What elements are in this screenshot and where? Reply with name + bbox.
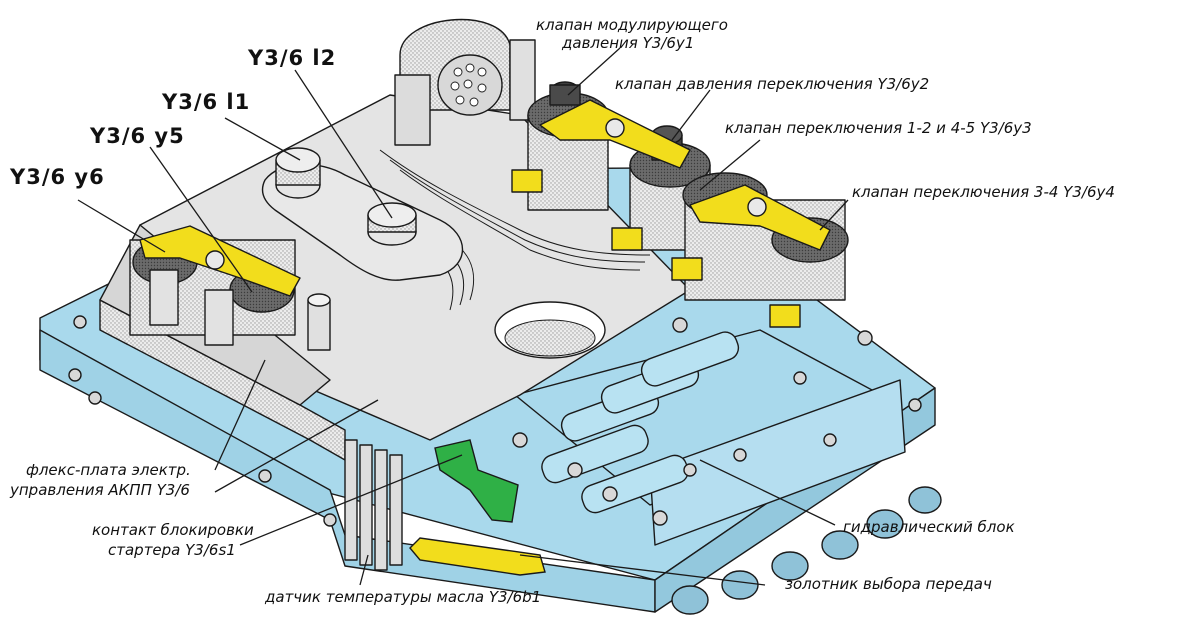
label-oil-temp-sensor: датчик температуры масла Y3/6b1 <box>265 588 542 606</box>
label-y3-6-l1: Y3/6 l1 <box>162 90 251 114</box>
label-modulating-valve-line1: клапан модулирующего <box>536 16 728 34</box>
sensor-l2 <box>367 202 417 246</box>
sensor-l1 <box>275 147 321 199</box>
label-gear-selector-spool: золотник выбора передач <box>785 575 992 593</box>
yellow-plugs <box>511 169 801 328</box>
label-shift-valve-1-2-4-5: клапан переключения 1-2 и 4-5 Y3/6y3 <box>725 119 1032 137</box>
solenoid-group-right <box>511 81 849 328</box>
label-hydraulic-block: гидравлический блок <box>843 518 1015 536</box>
selector-lever <box>409 537 546 576</box>
small-cylinder <box>307 293 331 351</box>
main-connector <box>394 18 536 146</box>
label-flex-board-line1: флекс-плата электр. <box>26 461 191 479</box>
sensor-b1-fins <box>344 439 403 571</box>
leader-lines <box>77 47 849 586</box>
starter-lock-contact <box>434 439 519 523</box>
bracket-y3-y4 <box>689 184 831 251</box>
solenoid-group-left <box>129 225 301 346</box>
label-flex-board-line2: управления АКПП Y3/6 <box>10 481 190 499</box>
spool-cylinders <box>541 331 740 514</box>
label-y3-6-l2: Y3/6 l2 <box>248 46 337 70</box>
label-modulating-valve-line2: давления Y3/6y1 <box>562 34 695 52</box>
label-starter-lock-line1: контакт блокировки <box>92 521 254 539</box>
label-y3-6-y6: Y3/6 y6 <box>10 165 105 189</box>
label-shift-pressure-valve: клапан давления переключения Y3/6y2 <box>615 75 930 93</box>
bottom-cylinders <box>671 486 942 615</box>
label-shift-valve-3-4: клапан переключения 3-4 Y3/6y4 <box>852 183 1115 201</box>
label-y3-6-y5: Y3/6 y5 <box>90 124 185 148</box>
label-starter-lock-line2: стартера Y3/6s1 <box>108 541 236 559</box>
